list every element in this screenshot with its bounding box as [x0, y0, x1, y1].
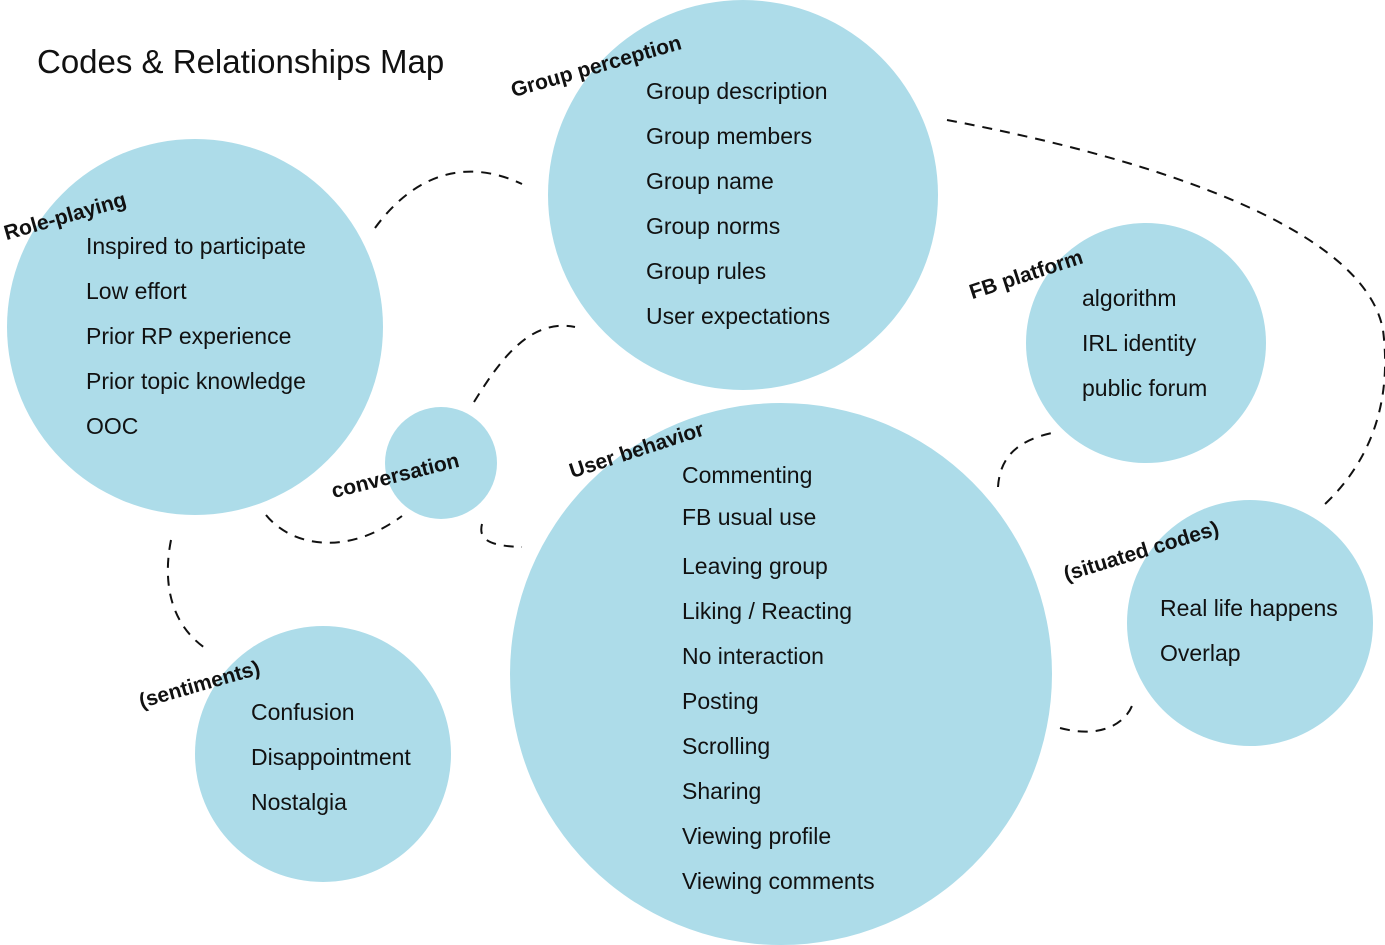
code-item: Low effort [86, 278, 187, 304]
bubble-group-perception [548, 0, 938, 390]
item-list-fb-platform: algorithm IRL identity public forum [1082, 276, 1207, 411]
bubble-user-behavior [510, 403, 1052, 945]
code-item: algorithm [1082, 285, 1177, 311]
code-item: Overlap [1160, 640, 1241, 666]
item-list-group-perception: Group description Group members Group na… [646, 69, 830, 339]
code-item: Group norms [646, 213, 781, 239]
code-item: Confusion [251, 699, 355, 725]
code-item: FB usual use [682, 504, 817, 530]
code-item: OOC [86, 413, 139, 439]
connector-user-behavior-fb-platform [997, 432, 1053, 488]
bubble-fb-platform [1026, 223, 1266, 463]
item-list-user-behavior: Commenting FB usual use Leaving group Li… [682, 454, 875, 904]
code-item: Leaving group [682, 553, 828, 579]
connector-conversation-user-behavior [480, 523, 523, 548]
code-item: Group members [646, 123, 813, 149]
code-item: Sharing [682, 778, 762, 804]
code-item: Liking / Reacting [682, 598, 853, 624]
connector-user-behavior-situated-codes [1059, 702, 1134, 733]
page-title: Codes & Relationships Map [37, 43, 445, 80]
code-item: IRL identity [1082, 330, 1197, 356]
code-item: Prior RP experience [86, 323, 292, 349]
connector-group-perception-situated-codes [946, 119, 1385, 506]
connector-role-playing-group-perception [374, 170, 523, 229]
bubble-situated-codes [1127, 500, 1373, 746]
code-item: Inspired to participate [86, 233, 306, 259]
connector-conversation-group-perception [473, 324, 576, 403]
code-item: Scrolling [682, 733, 771, 759]
code-item: Viewing comments [682, 868, 875, 894]
connector-role-playing-conversation [265, 514, 403, 544]
code-item: Group name [646, 168, 774, 194]
code-item: User expectations [646, 303, 831, 329]
code-item: Disappointment [251, 744, 411, 770]
bubble-conversation [385, 407, 497, 519]
code-item: Viewing profile [682, 823, 832, 849]
code-item: Commenting [682, 462, 813, 488]
item-list-sentiments: Confusion Disappointment Nostalgia [251, 690, 411, 825]
code-item: Prior topic knowledge [86, 368, 306, 394]
code-item: Group description [646, 78, 828, 104]
code-item: No interaction [682, 643, 824, 669]
code-item: Real life happens [1160, 595, 1338, 621]
code-item: public forum [1082, 375, 1208, 401]
code-item: Group rules [646, 258, 767, 284]
item-list-situated-codes: Real life happens Overlap [1160, 586, 1338, 676]
code-item: Nostalgia [251, 789, 347, 815]
bubble-role-playing [7, 139, 383, 515]
bubble-sentiments [195, 626, 451, 882]
code-item: Posting [682, 688, 759, 714]
connector-role-playing-sentiments [166, 539, 206, 649]
item-list-role-playing: Inspired to participate Low effort Prior… [86, 224, 306, 449]
